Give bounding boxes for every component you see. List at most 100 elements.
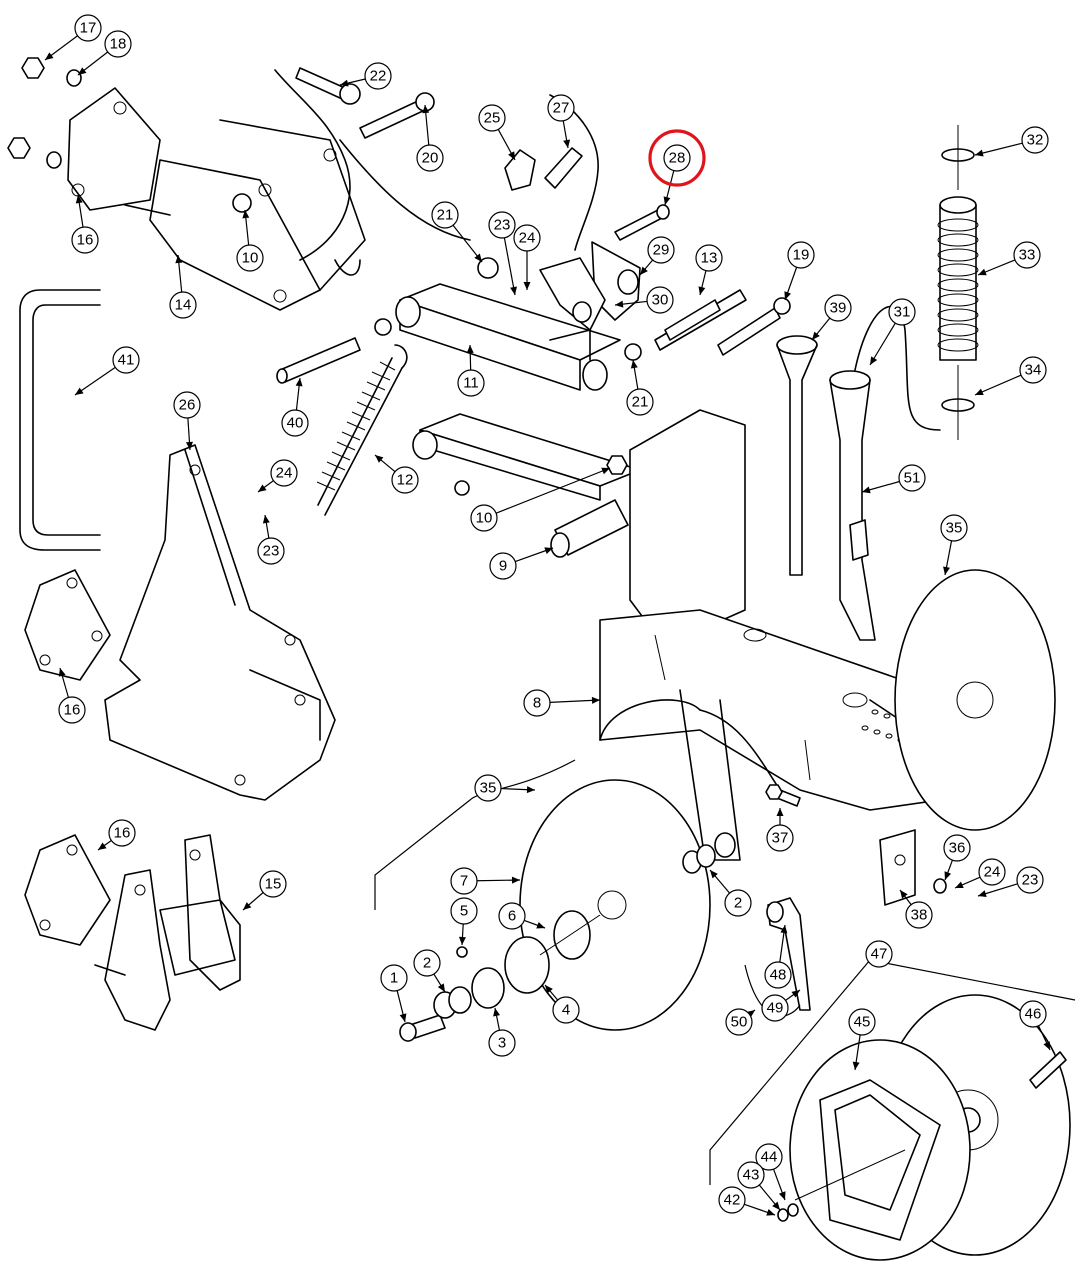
callout-bubble bbox=[1013, 241, 1041, 269]
callout-28: 28 bbox=[663, 144, 691, 206]
callout-bubble bbox=[898, 464, 926, 492]
callout-23: 23 bbox=[257, 514, 285, 565]
callout-arrowhead bbox=[978, 268, 987, 276]
callout-arrowhead bbox=[563, 139, 571, 148]
callout-number: 46 bbox=[1025, 1006, 1042, 1023]
callout-number: 25 bbox=[484, 110, 501, 127]
callout-arrowhead bbox=[295, 378, 303, 387]
callout-bubble bbox=[737, 1161, 765, 1189]
highlight-ring bbox=[648, 129, 706, 187]
callout-arrowhead bbox=[630, 360, 638, 369]
callout-30: 30 bbox=[614, 286, 674, 314]
callout-5: 5 bbox=[450, 897, 478, 946]
callout-bubble bbox=[848, 1008, 876, 1036]
side-plate-26 bbox=[19, 289, 336, 801]
callout-number: 16 bbox=[114, 825, 131, 842]
bracket-15 bbox=[24, 834, 241, 1031]
callout-32: 32 bbox=[974, 126, 1049, 157]
callout-arrowhead bbox=[437, 983, 445, 992]
seed-tube-39 bbox=[776, 335, 818, 576]
callout-51: 51 bbox=[861, 464, 926, 494]
callout-number: 23 bbox=[1022, 872, 1039, 889]
callout-bubble bbox=[695, 244, 723, 272]
callout-bubble bbox=[1019, 356, 1047, 384]
callout-bubble bbox=[489, 552, 517, 580]
callout-bubble bbox=[450, 867, 478, 895]
callout-number: 45 bbox=[854, 1014, 871, 1031]
callout-arrowhead bbox=[862, 486, 871, 494]
callout-arrowhead bbox=[812, 331, 820, 340]
callout-leader bbox=[503, 237, 516, 296]
callout-number: 18 bbox=[110, 36, 127, 53]
callout-leader bbox=[495, 467, 611, 514]
callout-number: 17 bbox=[80, 20, 97, 37]
callout-arrowhead bbox=[776, 808, 784, 816]
callout-bubble bbox=[470, 504, 498, 532]
callout-bubble bbox=[626, 388, 654, 416]
callout-number: 24 bbox=[984, 864, 1001, 881]
seed-tube-51 bbox=[829, 305, 941, 641]
callout-24: 24 bbox=[513, 224, 541, 290]
callout-number: 23 bbox=[494, 217, 511, 234]
callout-number: 24 bbox=[519, 230, 536, 247]
callout-number: 50 bbox=[731, 1014, 748, 1031]
callout-arrowhead bbox=[242, 210, 250, 219]
callout-10: 10 bbox=[236, 209, 264, 272]
callout-39: 39 bbox=[811, 294, 852, 341]
callout-arrowhead bbox=[544, 547, 553, 555]
callout-arrowhead bbox=[399, 1013, 407, 1022]
callout-bubble bbox=[787, 241, 815, 269]
callout-arrowhead bbox=[698, 286, 706, 295]
callout-arrowhead bbox=[466, 345, 474, 354]
callout-bubble bbox=[498, 902, 526, 930]
pin-40 bbox=[276, 337, 361, 384]
bolt-28 bbox=[614, 204, 670, 241]
callout-bubble bbox=[281, 409, 309, 437]
callout-bubble bbox=[718, 1186, 746, 1214]
callout-number: 4 bbox=[562, 1002, 570, 1019]
callout-arrowhead bbox=[663, 196, 671, 205]
callout-arrowhead bbox=[340, 79, 349, 87]
callout-number: 29 bbox=[653, 242, 670, 259]
callout-number: 15 bbox=[265, 876, 282, 893]
callout-40: 40 bbox=[281, 377, 309, 437]
callout-9: 9 bbox=[489, 547, 554, 580]
callout-number: 44 bbox=[761, 1149, 778, 1166]
callout-bubble bbox=[74, 14, 102, 42]
callout-bubble bbox=[108, 819, 136, 847]
callout-bubble bbox=[724, 889, 752, 917]
callout-number: 7 bbox=[460, 873, 468, 890]
callout-number: 31 bbox=[894, 304, 911, 321]
callout-arrowhead bbox=[262, 515, 270, 524]
callout-number: 51 bbox=[904, 470, 921, 487]
callout-50: 50 bbox=[725, 1008, 756, 1036]
callout-bubble bbox=[457, 369, 485, 397]
callout-22: 22 bbox=[339, 62, 392, 90]
callout-bubble bbox=[513, 224, 541, 252]
closing-wheel bbox=[777, 994, 1071, 1261]
bracket-38 bbox=[765, 784, 947, 906]
callout-bubble bbox=[888, 298, 916, 326]
spring-12 bbox=[316, 344, 408, 516]
callout-bubble bbox=[1021, 126, 1049, 154]
callout-number: 47 bbox=[871, 946, 888, 963]
callout-number: 16 bbox=[77, 232, 94, 249]
callout-bubble bbox=[413, 949, 441, 977]
callout-number: 19 bbox=[793, 247, 810, 264]
callout-bubble bbox=[71, 226, 99, 254]
callout-21: 21 bbox=[626, 359, 654, 416]
callout-arrowhead bbox=[175, 255, 183, 264]
callout-number: 22 bbox=[370, 68, 387, 85]
callout-bubble bbox=[824, 294, 852, 322]
callout-bubble bbox=[764, 961, 792, 989]
callout-arrowhead bbox=[591, 696, 600, 704]
callout-arrowhead bbox=[780, 925, 788, 934]
callout-leader bbox=[974, 142, 1023, 156]
callout-arrowhead bbox=[791, 990, 800, 998]
callout-bubble bbox=[646, 286, 674, 314]
callout-number: 39 bbox=[830, 300, 847, 317]
callout-bubble bbox=[474, 774, 502, 802]
callout-arrowhead bbox=[772, 1201, 780, 1210]
callout-number: 30 bbox=[652, 292, 669, 309]
callout-number: 3 bbox=[498, 1035, 506, 1052]
